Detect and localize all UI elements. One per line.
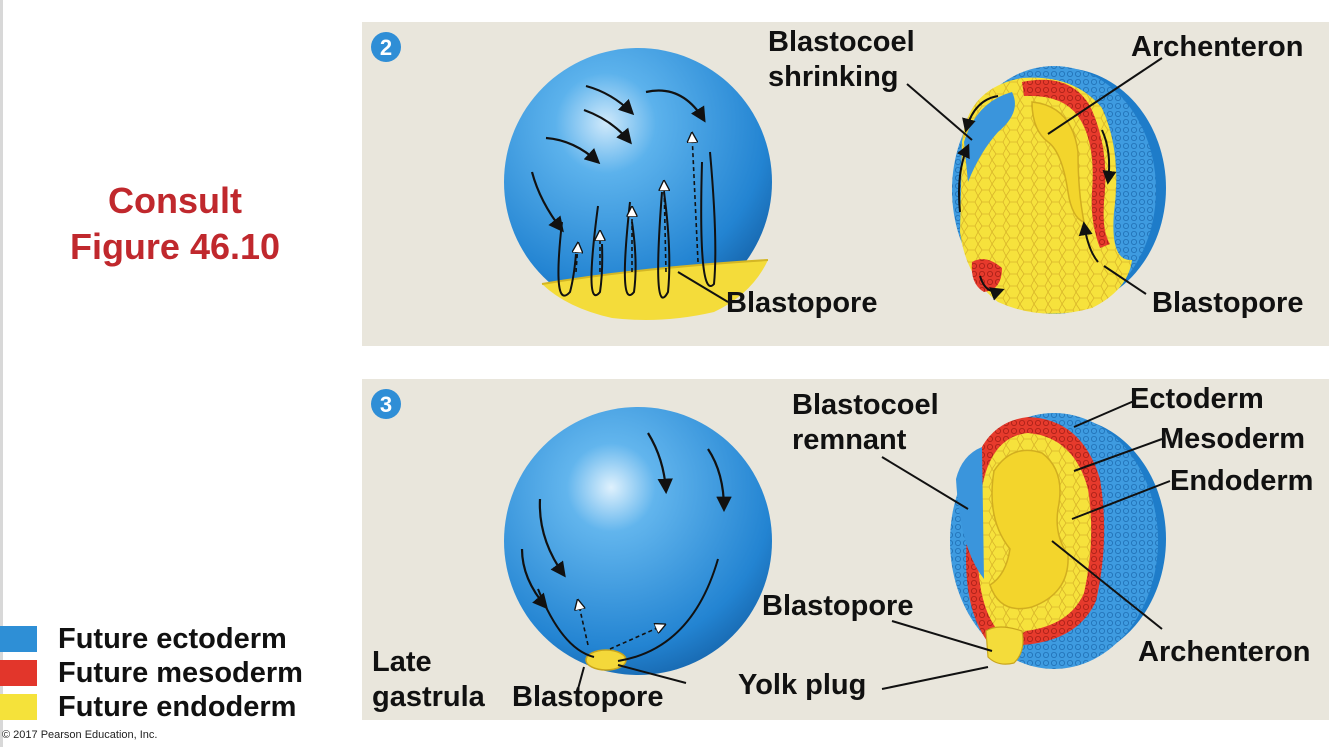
label-yolk-plug: Yolk plug	[738, 669, 866, 701]
label-blastocoel-shrinking-2: shrinking	[768, 61, 899, 93]
label-blastopore-surface: Blastopore	[726, 287, 877, 319]
label-blastopore-surface: Blastopore	[512, 681, 663, 713]
label-endoderm: Endoderm	[1170, 465, 1313, 497]
label-archenteron: Archenteron	[1138, 636, 1310, 668]
legend-label-ectoderm: Future ectoderm	[58, 623, 287, 655]
legend-swatch-ectoderm	[0, 626, 37, 652]
legend-item-ectoderm: Future ectoderm	[0, 622, 360, 656]
step-2-number: 2	[380, 35, 392, 60]
left-edge-divider	[0, 0, 3, 747]
label-blastocoel-remnant-2: remnant	[792, 424, 907, 456]
legend-item-mesoderm: Future mesoderm	[0, 656, 360, 690]
gastrula-surface-view	[504, 48, 772, 320]
panel-3-illustration: 3	[371, 383, 1313, 713]
panel-2-illustration: 2	[371, 26, 1303, 320]
panel-step-2: 2	[362, 22, 1329, 346]
label-archenteron: Archenteron	[1131, 31, 1303, 63]
copyright-notice: © 2017 Pearson Education, Inc.	[2, 729, 158, 741]
label-blastopore-section: Blastopore	[1152, 287, 1303, 319]
label-mesoderm: Mesoderm	[1160, 423, 1305, 455]
label-ectoderm: Ectoderm	[1130, 383, 1264, 415]
label-blastocoel-shrinking-1: Blastocoel	[768, 26, 915, 58]
label-late-gastrula-1: Late	[372, 646, 432, 678]
panel-step-3: 3	[362, 379, 1329, 720]
step-3-badge	[371, 389, 401, 419]
consult-note: Consult Figure 46.10	[40, 178, 310, 270]
consult-line-1: Consult	[108, 180, 242, 221]
legend-swatch-endoderm	[0, 694, 37, 720]
late-gastrula-section-view	[950, 413, 1166, 669]
step-3-number: 3	[380, 392, 392, 417]
legend-label-mesoderm: Future mesoderm	[58, 657, 303, 689]
late-gastrula-surface-view	[504, 407, 772, 675]
gastrula-section-view	[952, 66, 1166, 314]
legend-label-endoderm: Future endoderm	[58, 691, 297, 723]
consult-line-2: Figure 46.10	[69, 226, 281, 267]
step-2-badge	[371, 32, 401, 62]
legend-swatch-mesoderm	[0, 660, 37, 686]
label-blastopore-section: Blastopore	[762, 590, 913, 622]
label-blastocoel-remnant-1: Blastocoel	[792, 389, 939, 421]
label-late-gastrula-2: gastrula	[372, 681, 486, 713]
legend-item-endoderm: Future endoderm	[0, 690, 360, 724]
